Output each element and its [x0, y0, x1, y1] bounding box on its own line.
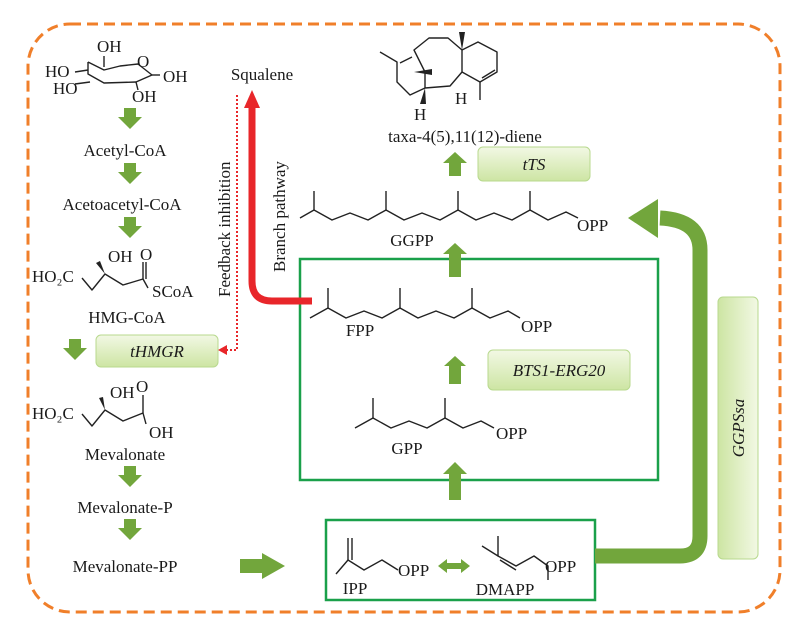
ipp-structure: OPP	[335, 538, 429, 580]
ggpssa-enzyme-box	[717, 296, 759, 560]
hmg-oh-label: OH	[108, 247, 133, 266]
down-arrow-icon	[118, 163, 142, 184]
ggpssa-curved-arrow	[595, 210, 708, 564]
down-arrow-icon	[118, 217, 142, 238]
glucose-ho-label: HO	[53, 79, 78, 98]
up-arrow-icon	[443, 243, 467, 277]
ggpssa-arrowhead-icon	[628, 199, 658, 238]
squalene-label: Squalene	[231, 65, 293, 84]
fpp-module-box	[298, 257, 660, 482]
ggpssa-label: GGPSsa	[729, 399, 748, 458]
dmapp-label: DMAPP	[476, 580, 535, 599]
mevalonate-p-label: Mevalonate-P	[77, 498, 172, 517]
glucose-oh-label: OH	[97, 37, 122, 56]
dmapp-opp-label: OPP	[545, 557, 576, 576]
mevalonate-ho2c-label: HO₂C	[32, 404, 74, 423]
isomerase-double-arrow-icon	[438, 559, 470, 573]
cell-compartment-border	[26, 22, 782, 614]
mevalonate-pp-label: Mevalonate-PP	[73, 557, 178, 576]
mevalonate-label: Mevalonate	[85, 445, 165, 464]
glucose-structure: OH O HO HO OH OH	[45, 37, 188, 106]
up-arrow-icon	[443, 152, 467, 176]
gpp-opp-label: OPP	[496, 424, 527, 443]
ipp-opp-label: OPP	[398, 561, 429, 580]
taxadiene-h-label: H	[455, 89, 467, 108]
hmg-scoa-label: SCoA	[152, 282, 194, 301]
ipp-label: IPP	[343, 579, 368, 598]
taxadiene-structure: H H	[379, 32, 498, 124]
branch-pathway-label: Branch pathway	[270, 161, 289, 272]
thmgr-label: tHMGR	[130, 342, 184, 361]
mevalonate-structure: HO₂C OH O OH	[32, 377, 174, 442]
fpp-opp-label: OPP	[521, 317, 552, 336]
ggpp-opp-label: OPP	[577, 216, 608, 235]
feedback-inhibition-line	[226, 95, 238, 351]
down-arrow-icon	[118, 519, 142, 540]
up-arrow-icon	[443, 462, 467, 500]
gpp-structure: OPP	[354, 398, 527, 443]
mevalonate-oh-label: OH	[149, 423, 174, 442]
acetyl-coa-label: Acetyl-CoA	[83, 141, 167, 160]
mevalonate-oh-label: OH	[110, 383, 135, 402]
glucose-oh-label: OH	[163, 67, 188, 86]
mevalonate-o-label: O	[136, 377, 148, 396]
down-arrow-icon	[118, 108, 142, 129]
fpp-structure: OPP	[309, 288, 552, 336]
down-arrow-icon	[118, 466, 142, 487]
glucose-o-label: O	[137, 52, 149, 71]
right-arrow-icon	[240, 553, 285, 579]
hmg-ho2c-label: HO₂C	[32, 267, 74, 286]
taxadiene-label: taxa-4(5),11(12)-diene	[388, 127, 542, 146]
hmg-coa-label: HMG-CoA	[88, 308, 166, 327]
bts1-erg20-enzyme-box	[487, 349, 631, 391]
ggpp-structure: OPP	[299, 191, 608, 235]
gpp-label: GPP	[391, 439, 422, 458]
up-arrow-icon	[444, 356, 466, 384]
fpp-label: FPP	[346, 321, 374, 340]
dmapp-structure: OPP	[481, 536, 576, 580]
hmg-coa-structure: HO₂C OH O SCoA	[32, 245, 194, 301]
branch-arrowhead-icon	[244, 90, 260, 108]
tts-enzyme-box	[477, 146, 591, 182]
glucose-ho-label: HO	[45, 62, 70, 81]
hmg-o-label: O	[140, 245, 152, 264]
tts-label: tTS	[523, 155, 546, 174]
bts1-erg20-label: BTS1-ERG20	[513, 361, 606, 380]
taxadiene-h-label: H	[414, 105, 426, 124]
down-arrow-icon	[63, 339, 87, 360]
glucose-oh-label: OH	[132, 87, 157, 106]
ggpp-label: GGPP	[390, 231, 433, 250]
branch-pathway-arrow	[248, 108, 312, 305]
thmgr-enzyme-box	[95, 334, 219, 368]
acetoacetyl-coa-label: Acetoacetyl-CoA	[63, 195, 183, 214]
feedback-arrowhead-icon	[218, 345, 227, 355]
feedback-inhibition-label: Feedback inhibition	[215, 161, 234, 297]
